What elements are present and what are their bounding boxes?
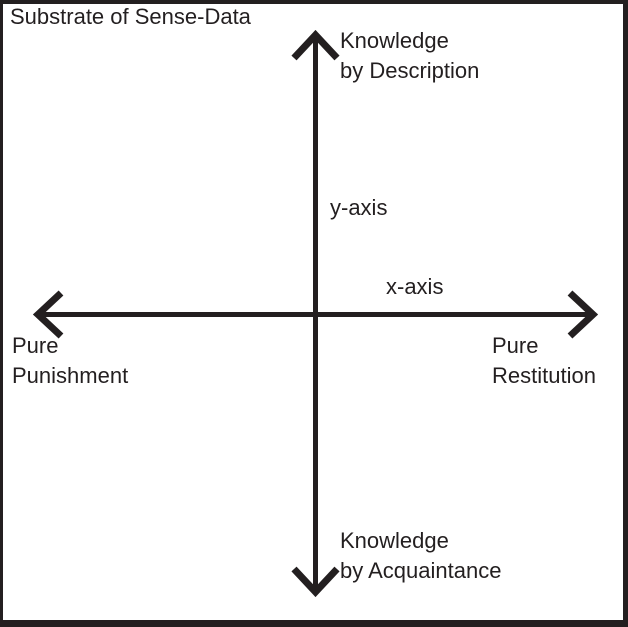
arrowhead-right-icon	[567, 290, 599, 339]
label-pure-restitution: Pure Restitution	[492, 333, 596, 388]
label-x-axis: x-axis	[386, 274, 444, 299]
arrowhead-down-icon	[291, 566, 340, 598]
label-pure-punishment: Pure Punishment	[12, 333, 129, 388]
label-knowledge-by-description: Knowledge by Description	[340, 28, 480, 83]
label-y-axis: y-axis	[330, 195, 388, 220]
diagram-title: Substrate of Sense-Data	[10, 4, 251, 29]
arrowhead-left-icon	[32, 290, 64, 339]
arrowhead-up-icon	[291, 29, 340, 61]
label-knowledge-by-acquaintance: Knowledge by Acquaintance	[340, 528, 502, 583]
